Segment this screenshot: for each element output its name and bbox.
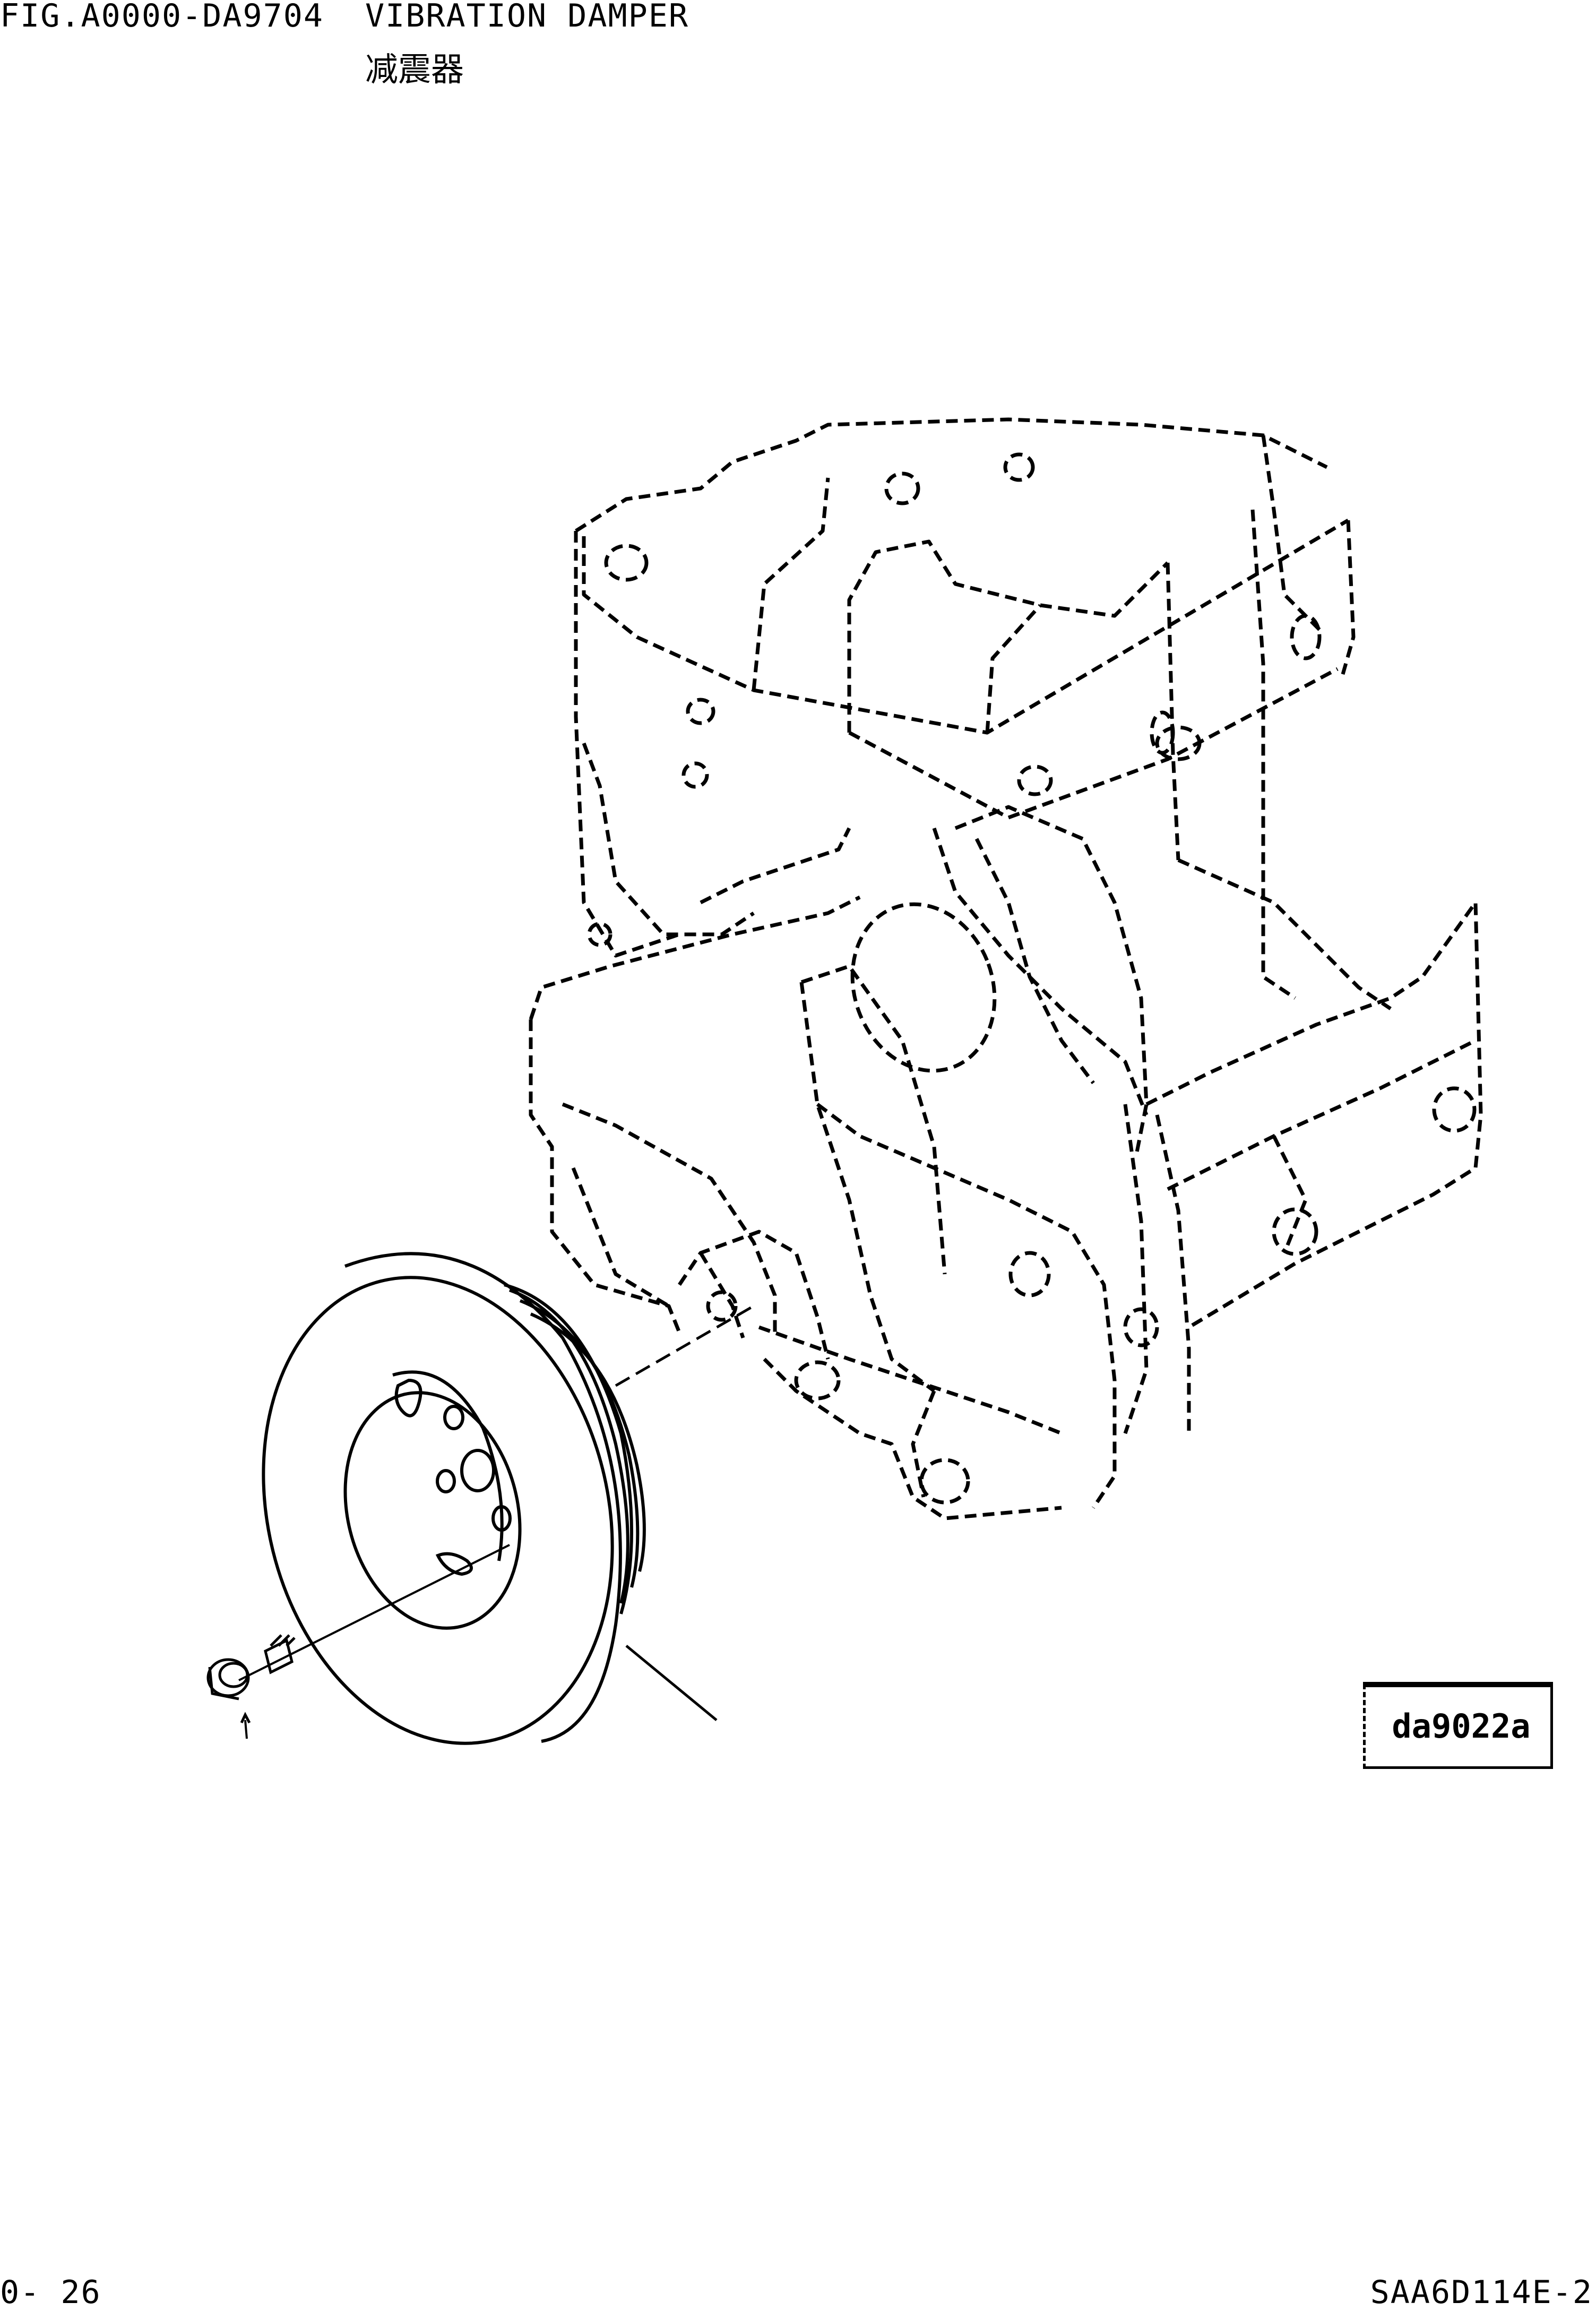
crankshaft-centerline: [615, 1304, 755, 1387]
figure-title: VIBRATION DAMPER: [365, 0, 689, 35]
vibration-damper: [262, 1252, 718, 1745]
page-number: 0- 26: [0, 2274, 101, 2311]
model-code: SAA6D114E-2: [1370, 2274, 1593, 2311]
figure-subtitle: 减震器: [365, 50, 464, 89]
figure-id: FIG.A0000-DA9704: [0, 0, 324, 35]
engine-block-outline: [529, 417, 1483, 1520]
mounting-bolt: [206, 1544, 510, 1739]
reference-code: da9022a: [1392, 1707, 1531, 1746]
reference-box: [1363, 1684, 1553, 1769]
